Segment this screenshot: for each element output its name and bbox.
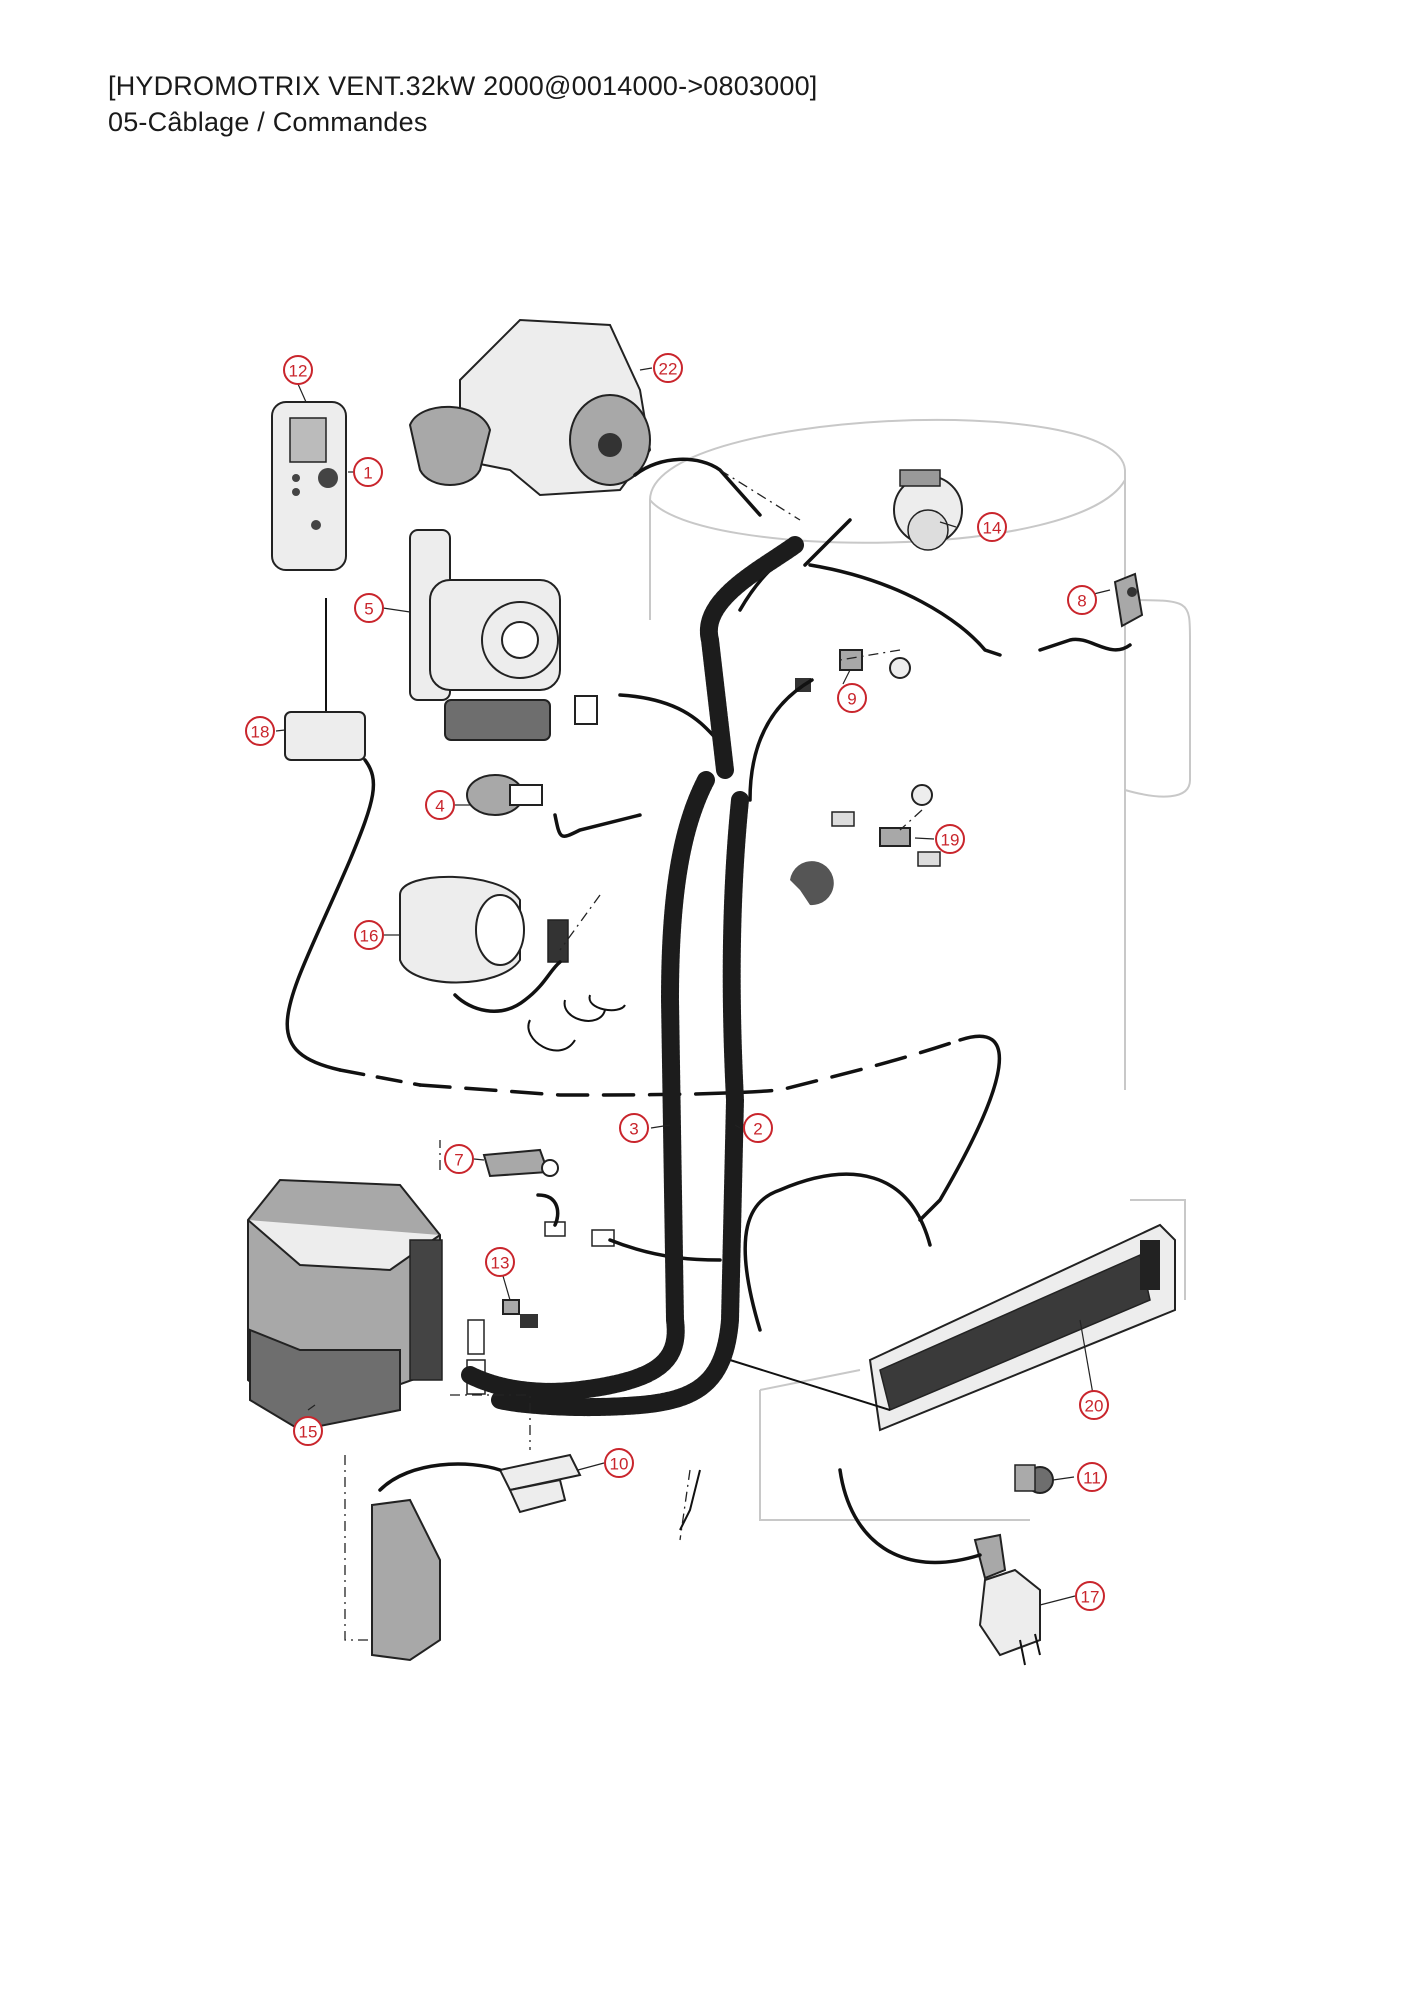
sensor-4-icon: [466, 774, 543, 816]
document-header: [HYDROMOTRIX VENT.32kW 2000@0014000->080…: [108, 68, 818, 140]
callout-17-label: 17: [1081, 1588, 1100, 1607]
mains-plug-icon: [973, 1533, 1041, 1666]
pressure-switch-icon: [893, 469, 963, 551]
callout-5: 5: [354, 593, 384, 623]
callout-11: 11: [1077, 1462, 1107, 1492]
callout-20-label: 20: [1085, 1397, 1104, 1416]
callout-5-label: 5: [364, 600, 373, 619]
callout-3-label: 3: [629, 1120, 638, 1139]
room-thermostat-icon: [271, 401, 347, 571]
callout-13: 13: [485, 1247, 515, 1277]
switch-19-icon: [790, 784, 941, 906]
assembly-leaders: [344, 469, 923, 1641]
probe-7-icon: [482, 1148, 615, 1247]
callout-8-label: 8: [1077, 592, 1086, 611]
callout-12: 12: [283, 355, 313, 385]
switch-11-icon: [1014, 1464, 1054, 1494]
harness-3: [461, 771, 715, 1401]
callout-7: 7: [444, 1144, 474, 1174]
callout-18: 18: [245, 716, 275, 746]
control-panel-20-icon: [868, 1223, 1176, 1432]
callout-2-label: 2: [753, 1120, 762, 1139]
callout-22-label: 22: [659, 360, 678, 379]
electronic-module-icon: [247, 1178, 443, 1432]
callout-15-label: 15: [299, 1423, 318, 1442]
callout-3: 3: [619, 1113, 649, 1143]
callout-1: 1: [353, 457, 383, 487]
radio-receiver-icon: [284, 598, 366, 761]
callout-18-label: 18: [251, 723, 270, 742]
callout-11-label: 11: [1083, 1469, 1101, 1488]
mounting-bracket-icon: [371, 1498, 441, 1662]
callout-17: 17: [1075, 1581, 1105, 1611]
motor-16-icon: [399, 875, 569, 984]
circulator-pump-icon: [409, 529, 598, 741]
callout-10-label: 10: [610, 1455, 629, 1474]
callout-8: 8: [1067, 585, 1097, 615]
harness-2: [491, 791, 749, 1417]
callout-19-label: 19: [941, 831, 960, 850]
callout-9-label: 9: [847, 690, 856, 709]
callout-16-label: 16: [360, 927, 379, 946]
cable-clips: [527, 994, 626, 1052]
callout-22: 22: [653, 353, 683, 383]
callout-20: 20: [1079, 1390, 1109, 1420]
callout-13-label: 13: [491, 1254, 510, 1273]
callout-15: 15: [293, 1416, 323, 1446]
callout-4-label: 4: [435, 797, 444, 816]
callout-19: 19: [935, 824, 965, 854]
sensor-8-icon: [1113, 572, 1144, 628]
callout-10: 10: [604, 1448, 634, 1478]
callout-2: 2: [743, 1113, 773, 1143]
callout-16: 16: [354, 920, 384, 950]
callout-7-label: 7: [454, 1151, 463, 1170]
callout-14: 14: [977, 512, 1007, 542]
wires: [285, 457, 1132, 1565]
section-title: 05-Câblage / Commandes: [108, 107, 428, 137]
electrode-10-icon: [498, 1453, 582, 1514]
harness-upper: [699, 536, 804, 779]
callout-12-label: 12: [289, 362, 308, 381]
model-reference: [HYDROMOTRIX VENT.32kW 2000@0014000->080…: [108, 71, 818, 101]
fan-blower-icon: [408, 318, 652, 497]
callout-leaders: [275, 367, 1111, 1606]
tank-outline: [649, 418, 1191, 1521]
callout-1-label: 1: [363, 464, 372, 483]
callout-14-label: 14: [983, 519, 1002, 538]
callout-4: 4: [425, 790, 455, 820]
callout-9: 9: [837, 683, 867, 713]
